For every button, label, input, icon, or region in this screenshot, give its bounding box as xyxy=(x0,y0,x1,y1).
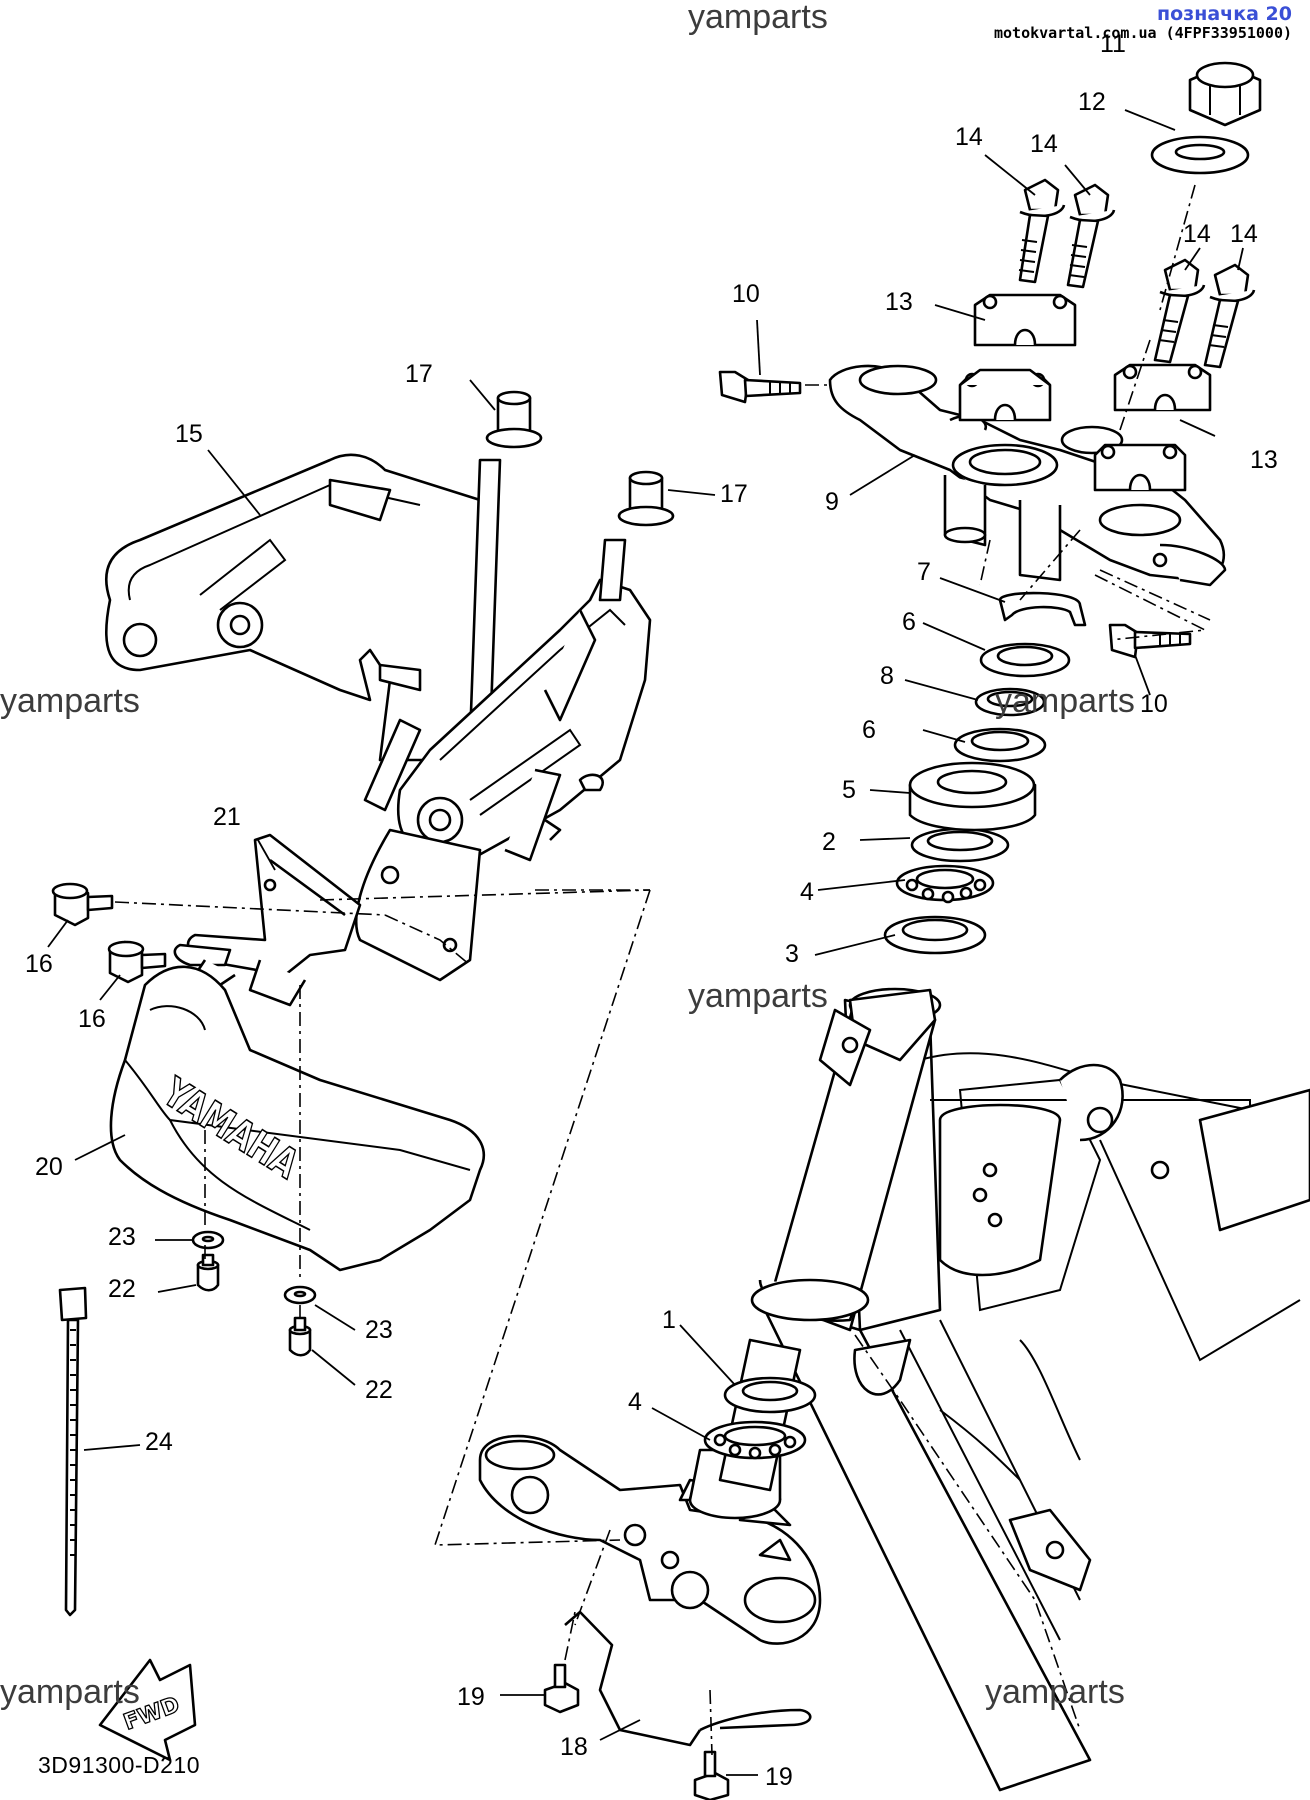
steering-head-tube xyxy=(750,987,942,1332)
upper-bracket xyxy=(828,364,1227,587)
callout-4-upper[interactable]: 4 xyxy=(800,878,814,906)
header-block: позначка 20 motokvartal.com.ua (4FPF3395… xyxy=(994,4,1292,41)
part-upper-bearing[interactable] xyxy=(895,864,995,904)
reference-badge[interactable]: позначка 20 xyxy=(1157,3,1292,25)
callout-20[interactable]: 20 xyxy=(35,1153,63,1181)
part-lower-bearing[interactable] xyxy=(703,1420,807,1460)
part-bolt-16-b[interactable] xyxy=(107,940,167,984)
callout-14-d[interactable]: 14 xyxy=(1230,220,1258,248)
part-bolt-14-b[interactable] xyxy=(1066,183,1116,289)
part-handlebar-holder-lower-b[interactable] xyxy=(1093,443,1187,492)
part-ring-7[interactable] xyxy=(998,591,1087,627)
callout-8[interactable]: 8 xyxy=(880,662,894,690)
callout-7[interactable]: 7 xyxy=(917,558,931,586)
callout-11[interactable]: 11 xyxy=(1100,30,1126,58)
watermarks: yamparts yamparts yamparts yamparts yamp… xyxy=(0,0,1135,1711)
callout-14-b[interactable]: 14 xyxy=(1030,130,1058,158)
part-ring-nut-lower[interactable] xyxy=(953,727,1047,763)
callout-3[interactable]: 3 xyxy=(785,940,799,968)
part-bolt-19-b[interactable] xyxy=(693,1750,730,1800)
callout-16-a[interactable]: 16 xyxy=(25,950,53,978)
callout-6-upper[interactable]: 6 xyxy=(902,608,916,636)
callout-16-b[interactable]: 16 xyxy=(78,1005,106,1033)
part-front-cover[interactable]: YAMAHA xyxy=(109,965,486,1272)
callout-22-b[interactable]: 22 xyxy=(365,1376,393,1404)
watermark-top: yamparts xyxy=(688,0,828,36)
callout-19-a[interactable]: 19 xyxy=(457,1683,485,1711)
callout-9[interactable]: 9 xyxy=(825,488,839,516)
callout-22-a[interactable]: 22 xyxy=(108,1275,136,1303)
watermark-bottom-right: yamparts xyxy=(985,1673,1125,1711)
part-handlebar-holder-lower-a[interactable] xyxy=(958,368,1052,422)
assembly-lines xyxy=(114,184,1211,1756)
part-screw-22-b[interactable] xyxy=(288,1316,312,1357)
part-pinch-bolt-10-b[interactable] xyxy=(1108,623,1192,659)
part-cable-tie[interactable] xyxy=(58,1286,88,1617)
callout-6-lower[interactable]: 6 xyxy=(862,716,876,744)
part-bolt-14-d[interactable] xyxy=(1203,263,1256,369)
part-lock-washer[interactable] xyxy=(974,687,1046,717)
watermark-left: yamparts xyxy=(0,682,140,720)
catalog-code: 3D91300-D210 xyxy=(38,1752,201,1778)
steering-stem xyxy=(718,1338,802,1492)
callout-23-b[interactable]: 23 xyxy=(365,1316,393,1344)
callout-13-upper[interactable]: 13 xyxy=(885,288,913,316)
callout-15[interactable]: 15 xyxy=(175,420,203,448)
callout-12[interactable]: 12 xyxy=(1078,88,1106,116)
part-steering-stem-nut[interactable] xyxy=(1188,61,1262,127)
part-pinch-bolt-10-a[interactable] xyxy=(718,370,802,404)
callout-13-lower[interactable]: 13 xyxy=(1250,446,1278,474)
callout-10-left[interactable]: 10 xyxy=(732,280,760,308)
callout-14-c[interactable]: 14 xyxy=(1183,220,1211,248)
callout-24[interactable]: 24 xyxy=(145,1428,173,1456)
part-grommet-17-b[interactable] xyxy=(617,470,675,527)
part-bolt-19-a[interactable] xyxy=(543,1663,580,1714)
callout-21[interactable]: 21 xyxy=(213,803,241,831)
part-grommet-17-a[interactable] xyxy=(485,390,543,449)
part-washer-23-a[interactable] xyxy=(191,1230,225,1250)
under-bracket xyxy=(478,1434,822,1645)
part-washer-12[interactable] xyxy=(1150,135,1250,175)
part-bearing-race-3[interactable] xyxy=(883,915,987,955)
callout-10-right[interactable]: 10 xyxy=(1140,690,1168,718)
part-bolt-14-a[interactable] xyxy=(1018,178,1066,284)
part-dust-seal[interactable] xyxy=(723,1376,817,1414)
callout-17-b[interactable]: 17 xyxy=(720,480,748,508)
source-label: motokvartal.com.ua (4FPF33951000) xyxy=(993,23,1292,42)
part-headlight-stay[interactable] xyxy=(104,453,652,982)
callout-23-a[interactable]: 23 xyxy=(108,1223,136,1251)
callout-14-a[interactable]: 14 xyxy=(955,123,983,151)
forward-direction-arrow: FWD xyxy=(98,1658,197,1762)
part-bearing-cover[interactable] xyxy=(908,761,1037,832)
watermark-center: yamparts xyxy=(688,977,828,1015)
callout-2[interactable]: 2 xyxy=(822,828,836,856)
watermark-bottom-left: yamparts xyxy=(0,1673,140,1711)
part-screw-22-a[interactable] xyxy=(196,1253,220,1292)
part-washer-23-b[interactable] xyxy=(283,1285,317,1305)
part-handlebar-holder-upper-a[interactable] xyxy=(973,293,1077,347)
callout-18[interactable]: 18 xyxy=(560,1733,588,1761)
part-ring-nut-upper[interactable] xyxy=(979,642,1071,678)
callout-numbers: 1 4 2 4 3 5 6 6 8 7 9 10 10 11 12 13 13 … xyxy=(25,30,1278,1791)
watermark-right-mid: yamparts xyxy=(995,682,1135,720)
part-race-2[interactable] xyxy=(910,827,1010,863)
callout-4-lower[interactable]: 4 xyxy=(628,1388,642,1416)
callout-5[interactable]: 5 xyxy=(842,776,856,804)
callout-1[interactable]: 1 xyxy=(662,1306,676,1334)
callout-19-b[interactable]: 19 xyxy=(765,1763,793,1791)
callout-17-a[interactable]: 17 xyxy=(405,360,433,388)
leader-lines xyxy=(47,109,1244,1776)
part-bolt-14-c[interactable] xyxy=(1153,258,1206,364)
part-bolt-16-a[interactable] xyxy=(51,882,114,927)
